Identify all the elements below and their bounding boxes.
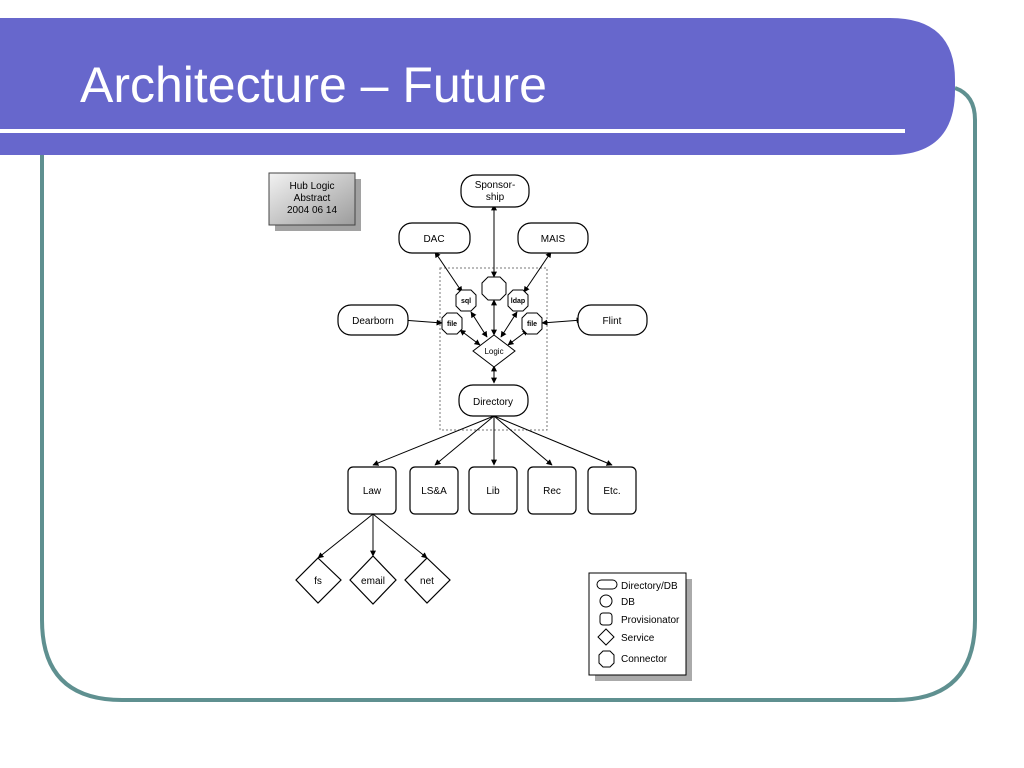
node-law-label: Law	[363, 486, 382, 497]
legend: Directory/DB DB Provisionator Service Co…	[588, 572, 692, 681]
node-etc-label: Etc.	[603, 486, 620, 497]
node-dearborn-label: Dearborn	[352, 316, 394, 327]
node-mais: MAIS	[517, 222, 589, 254]
legend-db-swatch	[599, 594, 613, 608]
node-etc: Etc.	[587, 466, 637, 515]
connector-top	[481, 276, 507, 301]
title-banner	[0, 18, 955, 155]
legend-provisionator-label: Provisionator	[621, 615, 680, 626]
legend-directory-db-swatch	[596, 579, 618, 590]
legend-connector-label: Connector	[621, 654, 668, 665]
slide-title: Architecture – Future	[80, 57, 547, 113]
service-logic: Logic	[472, 334, 516, 368]
service-fs-label: fs	[314, 576, 322, 587]
connector-ldap: ldap	[507, 289, 529, 312]
connector-file-right-label: file	[527, 321, 537, 328]
service-email: email	[349, 555, 397, 605]
content-frame	[40, 86, 977, 702]
connector-ldap-label: ldap	[511, 298, 525, 305]
title-rule	[0, 129, 905, 133]
service-email-label: email	[361, 576, 385, 587]
node-lsa-label: LS&A	[421, 486, 447, 497]
connector-file-left: file	[441, 312, 463, 335]
connector-file-left-label: file	[447, 321, 457, 328]
service-net: net	[404, 557, 451, 604]
node-dac: DAC	[398, 222, 471, 254]
service-net-label: net	[420, 576, 434, 587]
connector-file-right: file	[521, 312, 543, 335]
stamp-line-1: Hub Logic	[289, 181, 334, 192]
node-law: Law	[347, 466, 397, 515]
node-rec: Rec	[527, 466, 577, 515]
legend-db-label: DB	[621, 597, 635, 608]
node-sponsorship-line-2: ship	[486, 192, 505, 203]
service-logic-label: Logic	[484, 347, 503, 356]
stamp-line-3: 2004 06 14	[287, 205, 337, 216]
diagram-edges	[317, 204, 613, 559]
node-lib: Lib	[468, 466, 518, 515]
node-flint-label: Flint	[603, 316, 622, 327]
connector-sql-label: sql	[461, 298, 471, 305]
node-lsa: LS&A	[409, 466, 459, 515]
node-directory: Directory	[458, 384, 529, 417]
stamp-line-2: Abstract	[294, 193, 331, 204]
connector-sql: sql	[455, 289, 477, 312]
legend-service-swatch	[597, 628, 615, 646]
node-flint: Flint	[577, 304, 648, 336]
legend-service-label: Service	[621, 633, 655, 644]
node-dearborn: Dearborn	[337, 304, 409, 336]
node-mais-label: MAIS	[541, 234, 566, 245]
node-sponsorship-line-1: Sponsor-	[475, 180, 516, 191]
legend-connector-swatch	[598, 650, 615, 668]
node-sponsorship: Sponsor- ship	[460, 174, 530, 208]
node-rec-label: Rec	[543, 486, 561, 497]
node-dac-label: DAC	[423, 234, 444, 245]
legend-provisionator-swatch	[599, 612, 613, 626]
node-directory-label: Directory	[473, 397, 513, 408]
service-fs: fs	[295, 557, 342, 604]
node-lib-label: Lib	[486, 486, 500, 497]
legend-directory-db-label: Directory/DB	[621, 581, 678, 592]
diagram-stamp: Hub Logic Abstract 2004 06 14	[268, 172, 361, 231]
